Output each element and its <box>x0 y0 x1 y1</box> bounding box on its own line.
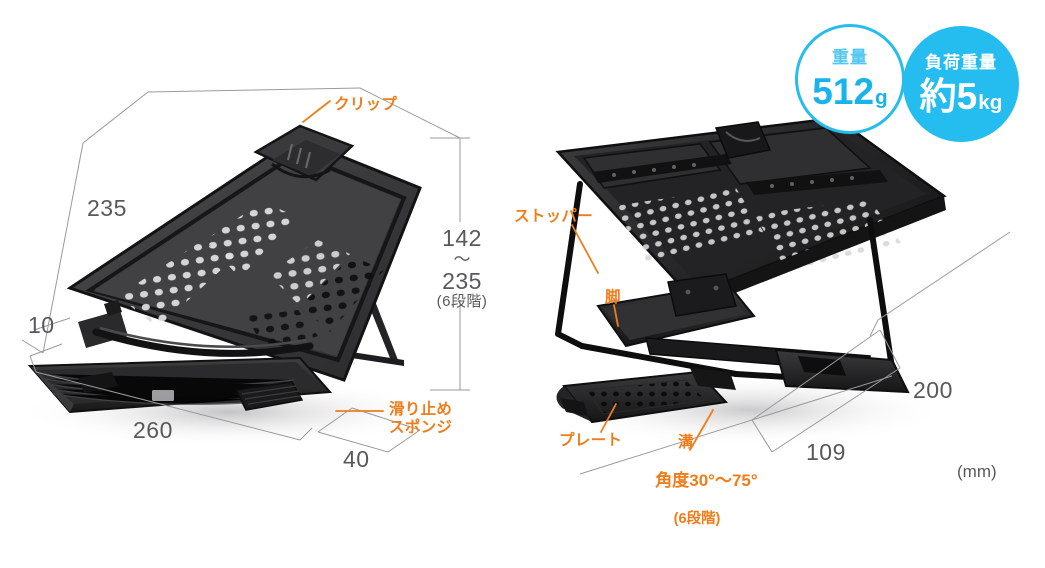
unit-note: (mm) <box>957 462 997 481</box>
weight-badge: 重量 512 g <box>795 24 905 134</box>
clip-callout: クリップ <box>334 96 398 113</box>
anti-slip-sponge-callout: 滑り止め スポンジ <box>389 401 452 438</box>
left-dimension-lines <box>21 87 470 453</box>
weight-badge-unit: g <box>875 85 888 109</box>
weight-badge-number: 512 <box>812 70 875 112</box>
right-dimension-lines <box>579 231 1011 475</box>
leg-callout: 脚 <box>605 289 621 306</box>
left-product-illustration <box>15 124 445 446</box>
anti-slip-sponge-line1: 滑り止め <box>389 401 453 418</box>
angle-range-steps-note: (6段階) <box>673 511 721 528</box>
angle-range-text: 角度30°〜75° <box>655 471 758 491</box>
angle-range-callout: 角度30°〜75° (6段階) <box>617 451 777 568</box>
dim-panel-height: 235 <box>87 195 127 221</box>
height-range-steps-note: (6段階) <box>436 293 488 311</box>
load-capacity-badge-unit: kg <box>978 90 1003 114</box>
dim-base-thickness: 10 <box>28 312 55 338</box>
dim-adjustable-height-range: 142 〜 235 (6段階) <box>434 226 490 310</box>
stopper-callout: ストッパー <box>514 208 594 225</box>
right-product-illustration <box>550 116 950 446</box>
groove-callout: 溝 <box>678 434 694 451</box>
height-range-tilde: 〜 <box>453 249 471 269</box>
load-capacity-badge-number: 約5 <box>919 75 978 117</box>
dim-width-109: 109 <box>806 439 846 465</box>
dim-base-depth: 40 <box>343 446 370 472</box>
load-capacity-badge-value: 約5 kg <box>920 78 1003 115</box>
anti-slip-sponge-line2: スポンジ <box>389 419 453 437</box>
weight-badge-value: 512 g <box>812 73 887 110</box>
dim-depth-200: 200 <box>913 377 953 403</box>
dim-base-width: 260 <box>133 417 173 443</box>
callout-leader-lines <box>302 100 714 451</box>
height-range-bottom: 235 <box>442 268 482 295</box>
weight-badge-caption: 重量 <box>832 47 868 67</box>
load-capacity-badge: 負荷重量 約5 kg <box>903 26 1019 142</box>
load-capacity-badge-caption: 負荷重量 <box>925 52 997 72</box>
product-spec-diagram: 235 10 260 40 142 〜 235 (6段階) クリップ 滑り止め … <box>15 24 1019 527</box>
height-range-max-top: 142 <box>442 225 482 251</box>
plate-callout: プレート <box>559 432 623 449</box>
